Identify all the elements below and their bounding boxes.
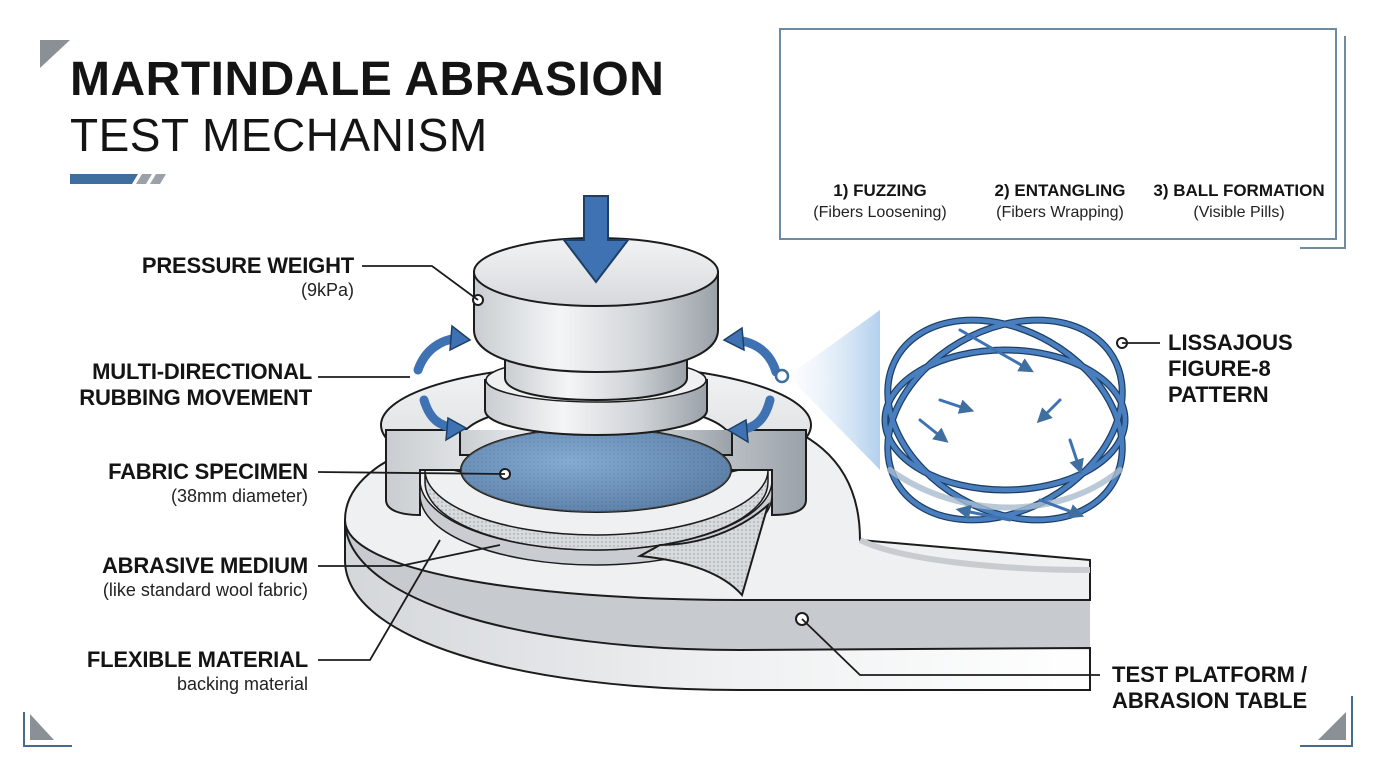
label-rubbing-line-1: MULTI-DIRECTIONAL bbox=[92, 359, 312, 384]
title-line-2: TEST MECHANISM bbox=[70, 109, 488, 161]
page-title: MARTINDALE ABRASION TEST MECHANISM bbox=[70, 52, 664, 162]
label-abrasive-medium: ABRASIVE MEDIUM (like standard wool fabr… bbox=[102, 553, 308, 601]
abrasive-layers bbox=[419, 469, 773, 598]
corner-decoration-bottom-left bbox=[23, 712, 72, 747]
title-underline bbox=[70, 174, 166, 184]
stage-ball-formation: 3) BALL FORMATION (Visible Pills) bbox=[1149, 180, 1329, 224]
stage-fuzzing-title: 1) FUZZING bbox=[833, 181, 927, 200]
pilling-stages-panel: 1) FUZZING (Fibers Loosening) 2) ENTANGL… bbox=[779, 28, 1337, 240]
stage-fuzzing: 1) FUZZING (Fibers Loosening) bbox=[790, 180, 970, 224]
stage-entangling-title: 2) ENTANGLING bbox=[994, 181, 1126, 200]
stage-ball-formation-sub: (Visible Pills) bbox=[1193, 204, 1285, 221]
title-line-1: MARTINDALE ABRASION bbox=[70, 53, 665, 106]
label-pressure-weight: PRESSURE WEIGHT (9kPa) bbox=[142, 253, 354, 301]
label-abrasive-sub: (like standard wool fabric) bbox=[102, 580, 308, 600]
lissajous-callout-dot bbox=[774, 368, 790, 384]
label-platform-line-1: TEST PLATFORM / bbox=[1112, 662, 1308, 687]
label-rubbing-line-2: RUBBING MOVEMENT bbox=[79, 385, 312, 410]
label-pressure-weight-sub: (9kPa) bbox=[300, 280, 354, 300]
stage-entangling-sub: (Fibers Wrapping) bbox=[996, 204, 1124, 221]
label-flexible-material: FLEXIBLE MATERIAL backing material bbox=[87, 647, 308, 695]
pressure-weight bbox=[472, 237, 719, 437]
label-platform-line-2: ABRASION TABLE bbox=[1112, 688, 1308, 713]
label-flexible-sub: backing material bbox=[176, 674, 308, 694]
label-lissajous: LISSAJOUS FIGURE-8 PATTERN bbox=[1168, 330, 1293, 408]
label-lissajous-line-3: PATTERN bbox=[1168, 382, 1269, 407]
label-test-platform: TEST PLATFORM / ABRASION TABLE bbox=[1112, 662, 1307, 714]
label-fabric-main: FABRIC SPECIMEN bbox=[108, 459, 308, 484]
label-pressure-weight-main: PRESSURE WEIGHT bbox=[141, 253, 354, 278]
corner-decoration-bottom-right bbox=[1300, 696, 1353, 747]
lissajous-pattern bbox=[881, 316, 1129, 524]
stage-fuzzing-sub: (Fibers Loosening) bbox=[813, 204, 947, 221]
label-lissajous-line-1: LISSAJOUS bbox=[1168, 330, 1293, 355]
label-rubbing-movement: MULTI-DIRECTIONAL RUBBING MOVEMENT bbox=[79, 359, 312, 411]
magnify-beam bbox=[788, 310, 880, 470]
corner-decoration-top-left bbox=[40, 40, 70, 68]
label-flexible-main: FLEXIBLE MATERIAL bbox=[86, 647, 308, 672]
label-abrasive-main: ABRASIVE MEDIUM bbox=[101, 553, 308, 578]
leader-lines bbox=[317, 265, 1160, 676]
fabric-specimen bbox=[459, 427, 733, 513]
label-fabric-sub: (38mm diameter) bbox=[170, 486, 308, 506]
stage-ball-formation-title: 3) BALL FORMATION bbox=[1153, 181, 1325, 200]
label-fabric-specimen: FABRIC SPECIMEN (38mm diameter) bbox=[108, 459, 308, 507]
pressure-arrow-icon bbox=[561, 195, 631, 284]
label-lissajous-line-2: FIGURE-8 bbox=[1168, 356, 1271, 381]
stage-entangling: 2) ENTANGLING (Fibers Wrapping) bbox=[970, 180, 1150, 224]
